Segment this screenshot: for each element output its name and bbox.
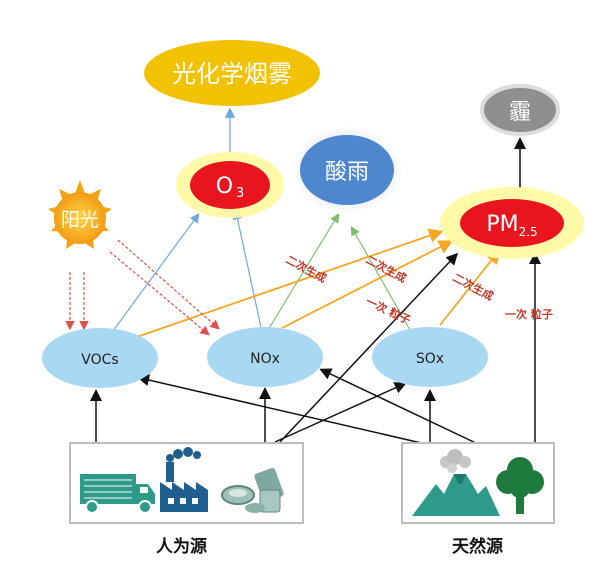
smog-node: [144, 40, 320, 106]
natural-source-label: 天然源: [452, 537, 503, 557]
human-source-label: 人为源: [156, 537, 207, 557]
haze-node: [480, 84, 560, 136]
pm-label: PM2.5: [486, 212, 537, 239]
sun-icon: [48, 180, 112, 249]
arrow-sox-to-pm: [439, 249, 501, 326]
sunlight-label: 阳光: [61, 209, 99, 231]
pm-node: [460, 199, 564, 247]
truck-icon: [80, 474, 155, 514]
tree-icon: [496, 457, 544, 514]
nox-label: NOx: [250, 351, 280, 367]
sox-label: SOx: [416, 351, 444, 367]
arrow-human-to-pm: [279, 252, 459, 443]
label-secondary-2: 二次生成: [364, 252, 409, 285]
arrow-sox-to-acid-rain: [350, 225, 411, 331]
arrow-nox-to-o3: [232, 209, 263, 333]
arrow-sun-to-nox-2: [109, 251, 210, 336]
volcano-icon: [412, 449, 500, 516]
o3-sub: 3: [236, 186, 244, 201]
pm-sub: 2.5: [519, 225, 538, 239]
arrow-sun-to-nox-1: [117, 239, 220, 330]
label-primary-2: 一次 粒子: [505, 307, 553, 321]
acid-rain-node: [300, 135, 394, 205]
smog-label: 光化学烟雾: [172, 60, 292, 88]
o3-node: [190, 161, 270, 209]
nox-node: [207, 327, 323, 387]
cans-icon: [221, 467, 284, 513]
arrow-nox-to-pm: [281, 240, 454, 329]
sox-node: [372, 327, 488, 387]
arrow-natural-to-nox: [319, 368, 481, 446]
arrow-vocs-to-pm: [127, 228, 444, 341]
label-secondary-1: 二次生成: [284, 252, 329, 285]
arrow-nox-to-acid-rain: [267, 212, 340, 331]
haze-label: 霾: [509, 100, 531, 125]
factory-icon: [160, 447, 208, 512]
o3-main: O: [216, 174, 233, 199]
pm-main: PM: [486, 212, 518, 237]
arrow-human-to-sox: [274, 382, 407, 443]
arrow-vocs-to-o3: [109, 213, 200, 336]
arrow-natural-to-vocs: [137, 374, 431, 446]
acid-rain-label: 酸雨: [325, 160, 369, 185]
label-secondary-3: 二次生成: [451, 270, 496, 303]
label-primary-1: 一次 粒子: [364, 294, 413, 327]
vocs-node: [42, 328, 158, 388]
vocs-label: VOCs: [81, 352, 118, 368]
